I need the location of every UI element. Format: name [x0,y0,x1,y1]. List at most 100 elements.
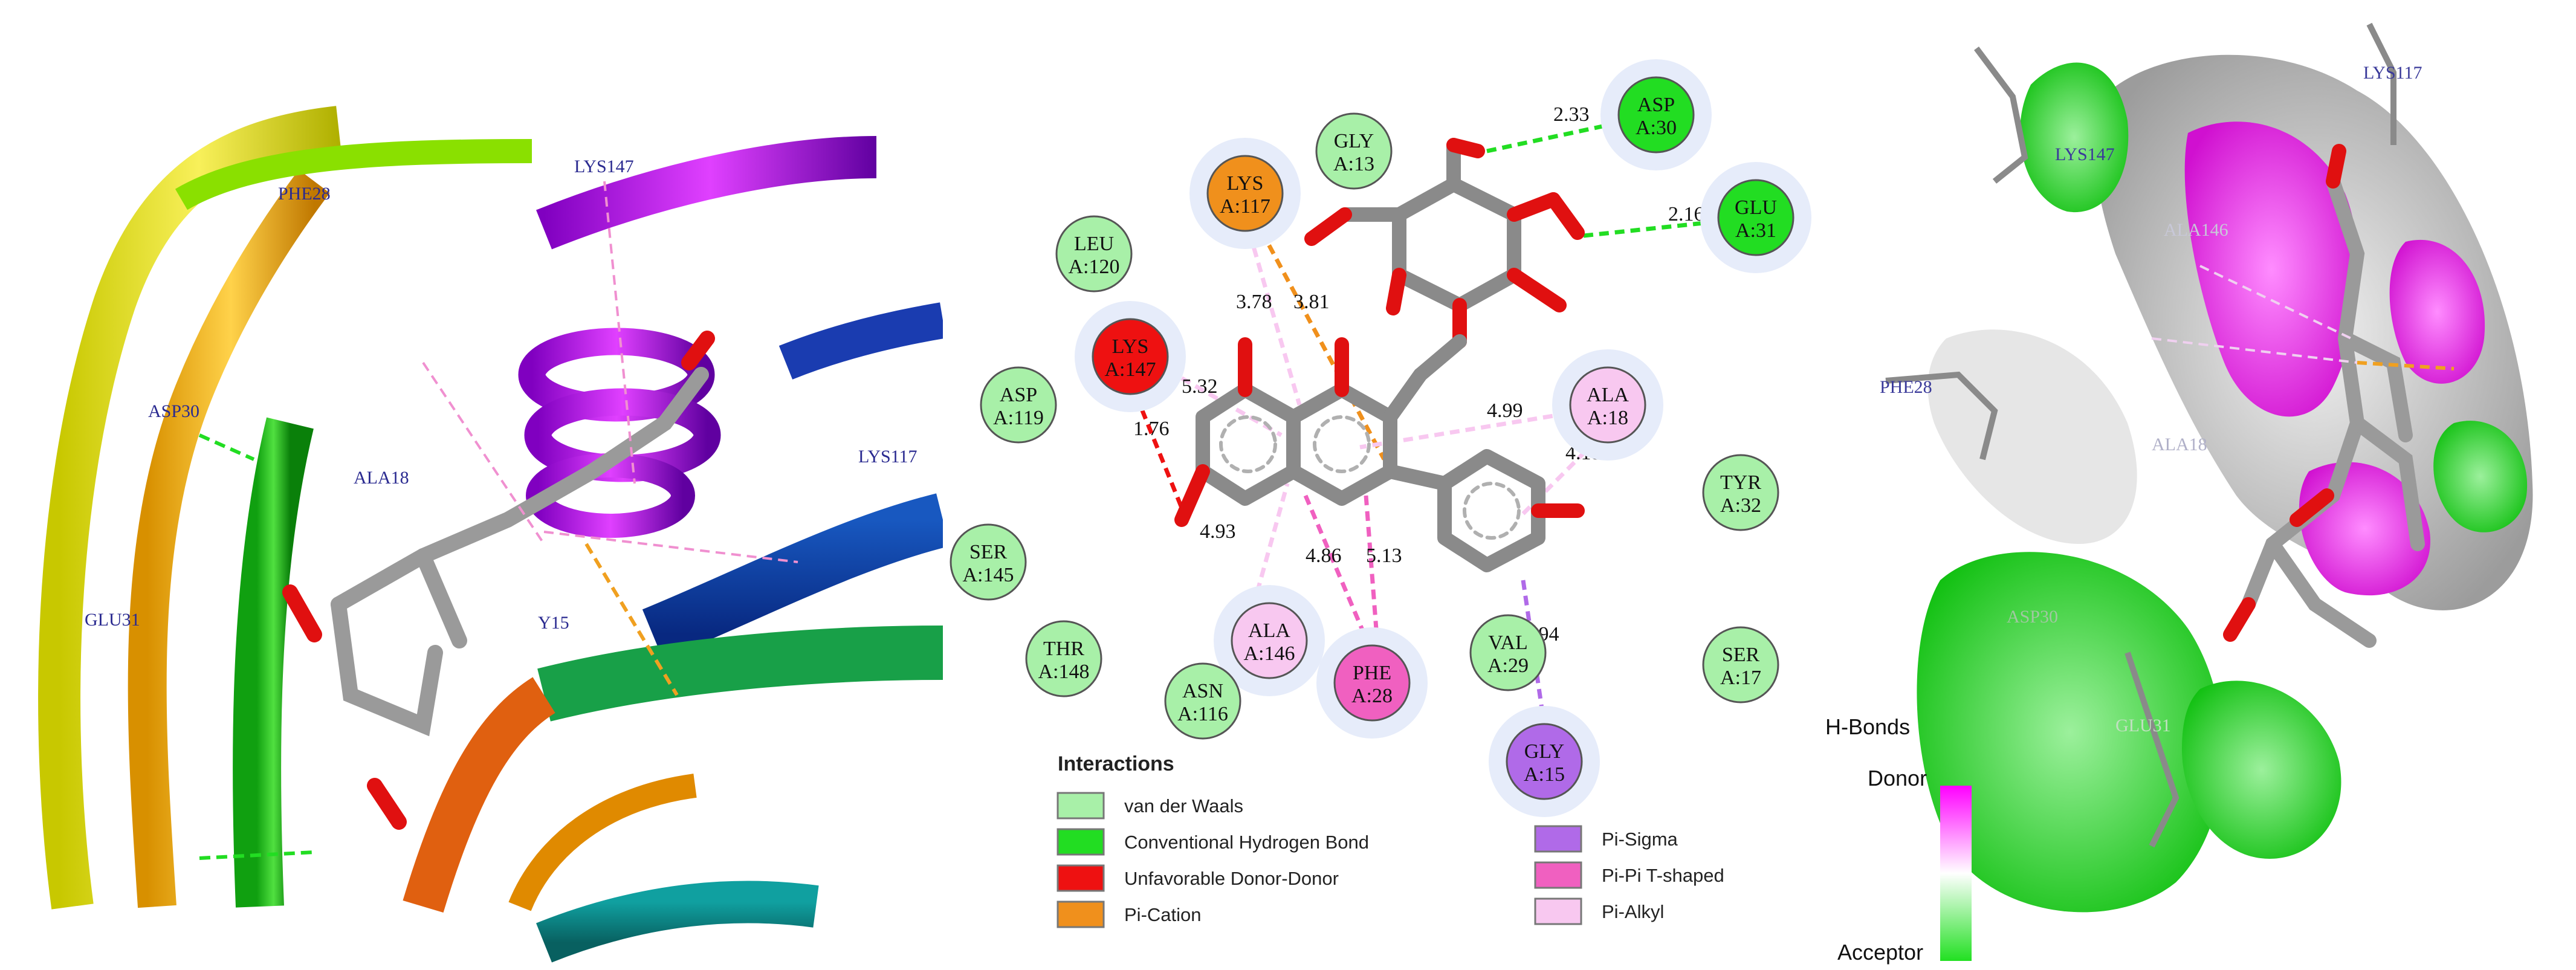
residue-number: A:15 [1524,763,1565,786]
distance-label: 5.13 [1366,545,1402,567]
legend-item: Pi-Sigma [1534,825,1678,853]
legend-item: Pi-Alkyl [1534,897,1664,925]
residue-disc [1617,76,1695,154]
residue-name: ALA [1587,384,1629,406]
hbond-legend-donor: Donor [1868,766,1927,791]
residue-disc [1717,179,1794,256]
legend-swatch [1534,861,1582,889]
distance-label: 3.78 [1236,291,1272,313]
residue-name: ASP [1000,384,1037,406]
residue-disc [1164,662,1241,740]
distance-label: 4.93 [1200,520,1236,543]
residue-name: PHE [1353,662,1391,684]
residue-name: GLY [1524,740,1564,763]
interaction-diagram-2d: 2.33 2.16 3.78 3.81 5.32 1.76 4.99 4.18 … [943,0,1813,967]
pication-line-lys117-b [1252,216,1387,461]
residue-disc [1569,366,1646,444]
distance-label: 2.33 [1553,103,1590,126]
legend-title: Interactions [1058,752,1174,775]
residue-label: LYS117 [858,447,917,467]
residue-label: ALA18 [2152,435,2207,454]
residue-label: ASP30 [148,401,199,421]
residue-name: SER [1722,644,1760,666]
residue-label: LYS117 [2363,63,2422,83]
hbond-surface-view: LYS117 LYS147 ALA146 PHE28 ALA18 ASP30 G… [1813,0,2576,967]
legend-item: Pi-Pi T-shaped [1534,861,1724,889]
residue-number: A:145 [963,564,1014,586]
residue-number: A:32 [1720,494,1761,517]
residue-disc [1206,155,1284,232]
pipi-line-phe28-a [1303,494,1374,654]
residue-disc [1702,454,1779,531]
interaction-diagram-svg: 2.33 2.16 3.78 3.81 5.32 1.76 4.99 4.18 … [950,59,1811,928]
residue-number: A:30 [1636,117,1677,139]
legend-label: Conventional Hydrogen Bond [1124,832,1369,853]
hbond-legend-title: H-Bonds [1825,714,1910,739]
residue-name: ALA [1248,619,1290,642]
residue-label: LYS147 [574,157,634,176]
residue-number: A:148 [1038,661,1090,683]
distance-label: 2.16 [1668,203,1704,225]
residue-label: GLU31 [2115,716,2171,736]
legend-item: van der Waals [1057,792,1243,820]
legend-swatch [1534,825,1582,853]
legend-item: Unfavorable Donor-Donor [1057,864,1339,892]
residue-label: Y15 [538,613,569,633]
distance-label: 1.76 [1133,418,1170,440]
residue-name: THR [1043,638,1084,660]
residue-name: GLY [1334,130,1374,152]
residue-label: ASP30 [2007,607,2058,627]
residue-number: A:146 [1244,642,1295,665]
residue-label: ALA18 [354,468,409,488]
residue-disc [1055,215,1133,293]
residue-name: VAL [1488,632,1528,654]
residue-number: A:120 [1069,256,1120,278]
residue-disc [1506,723,1583,800]
pipi-line-phe28-b [1364,495,1380,653]
residue-disc [950,523,1027,601]
residue-number: A:28 [1351,685,1393,707]
residue-disc [1025,620,1102,697]
legend-label: Unfavorable Donor-Donor [1124,868,1339,889]
residue-number: A:119 [993,407,1044,429]
legend-label: Pi-Pi T-shaped [1602,865,1724,886]
residue-label: PHE28 [278,184,331,204]
residue-name: LYS [1227,172,1264,195]
distance-label: 5.32 [1182,375,1218,398]
distance-label: 3.81 [1293,291,1330,313]
legend-swatch [1057,792,1105,820]
legend-item: Conventional Hydrogen Bond [1057,828,1369,856]
ligand-structure [1174,138,1585,572]
pialkyl-line-ala146 [1255,483,1290,593]
residue-name: GLU [1735,196,1777,219]
pisigma-line-gly15 [1521,580,1547,726]
ribbon-render: PHE28 LYS147 ASP30 ALA18 LYS117 GLU31 Y1… [38,106,950,963]
residue-disc [1315,112,1393,190]
legend-label: Pi-Sigma [1602,829,1678,850]
residue-name: ASP [1637,94,1675,116]
legend-item: Pi-Cation [1057,900,1202,928]
residue-label: LYS147 [2055,144,2115,164]
residue-number: A:117 [1220,195,1270,218]
legend-label: van der Waals [1124,795,1243,816]
residue-number: A:18 [1587,407,1628,429]
residue-name: LEU [1074,233,1114,255]
residue-label: GLU31 [85,610,140,630]
pication-line-lys117-a [1243,217,1302,406]
residue-name: TYR [1720,471,1761,494]
